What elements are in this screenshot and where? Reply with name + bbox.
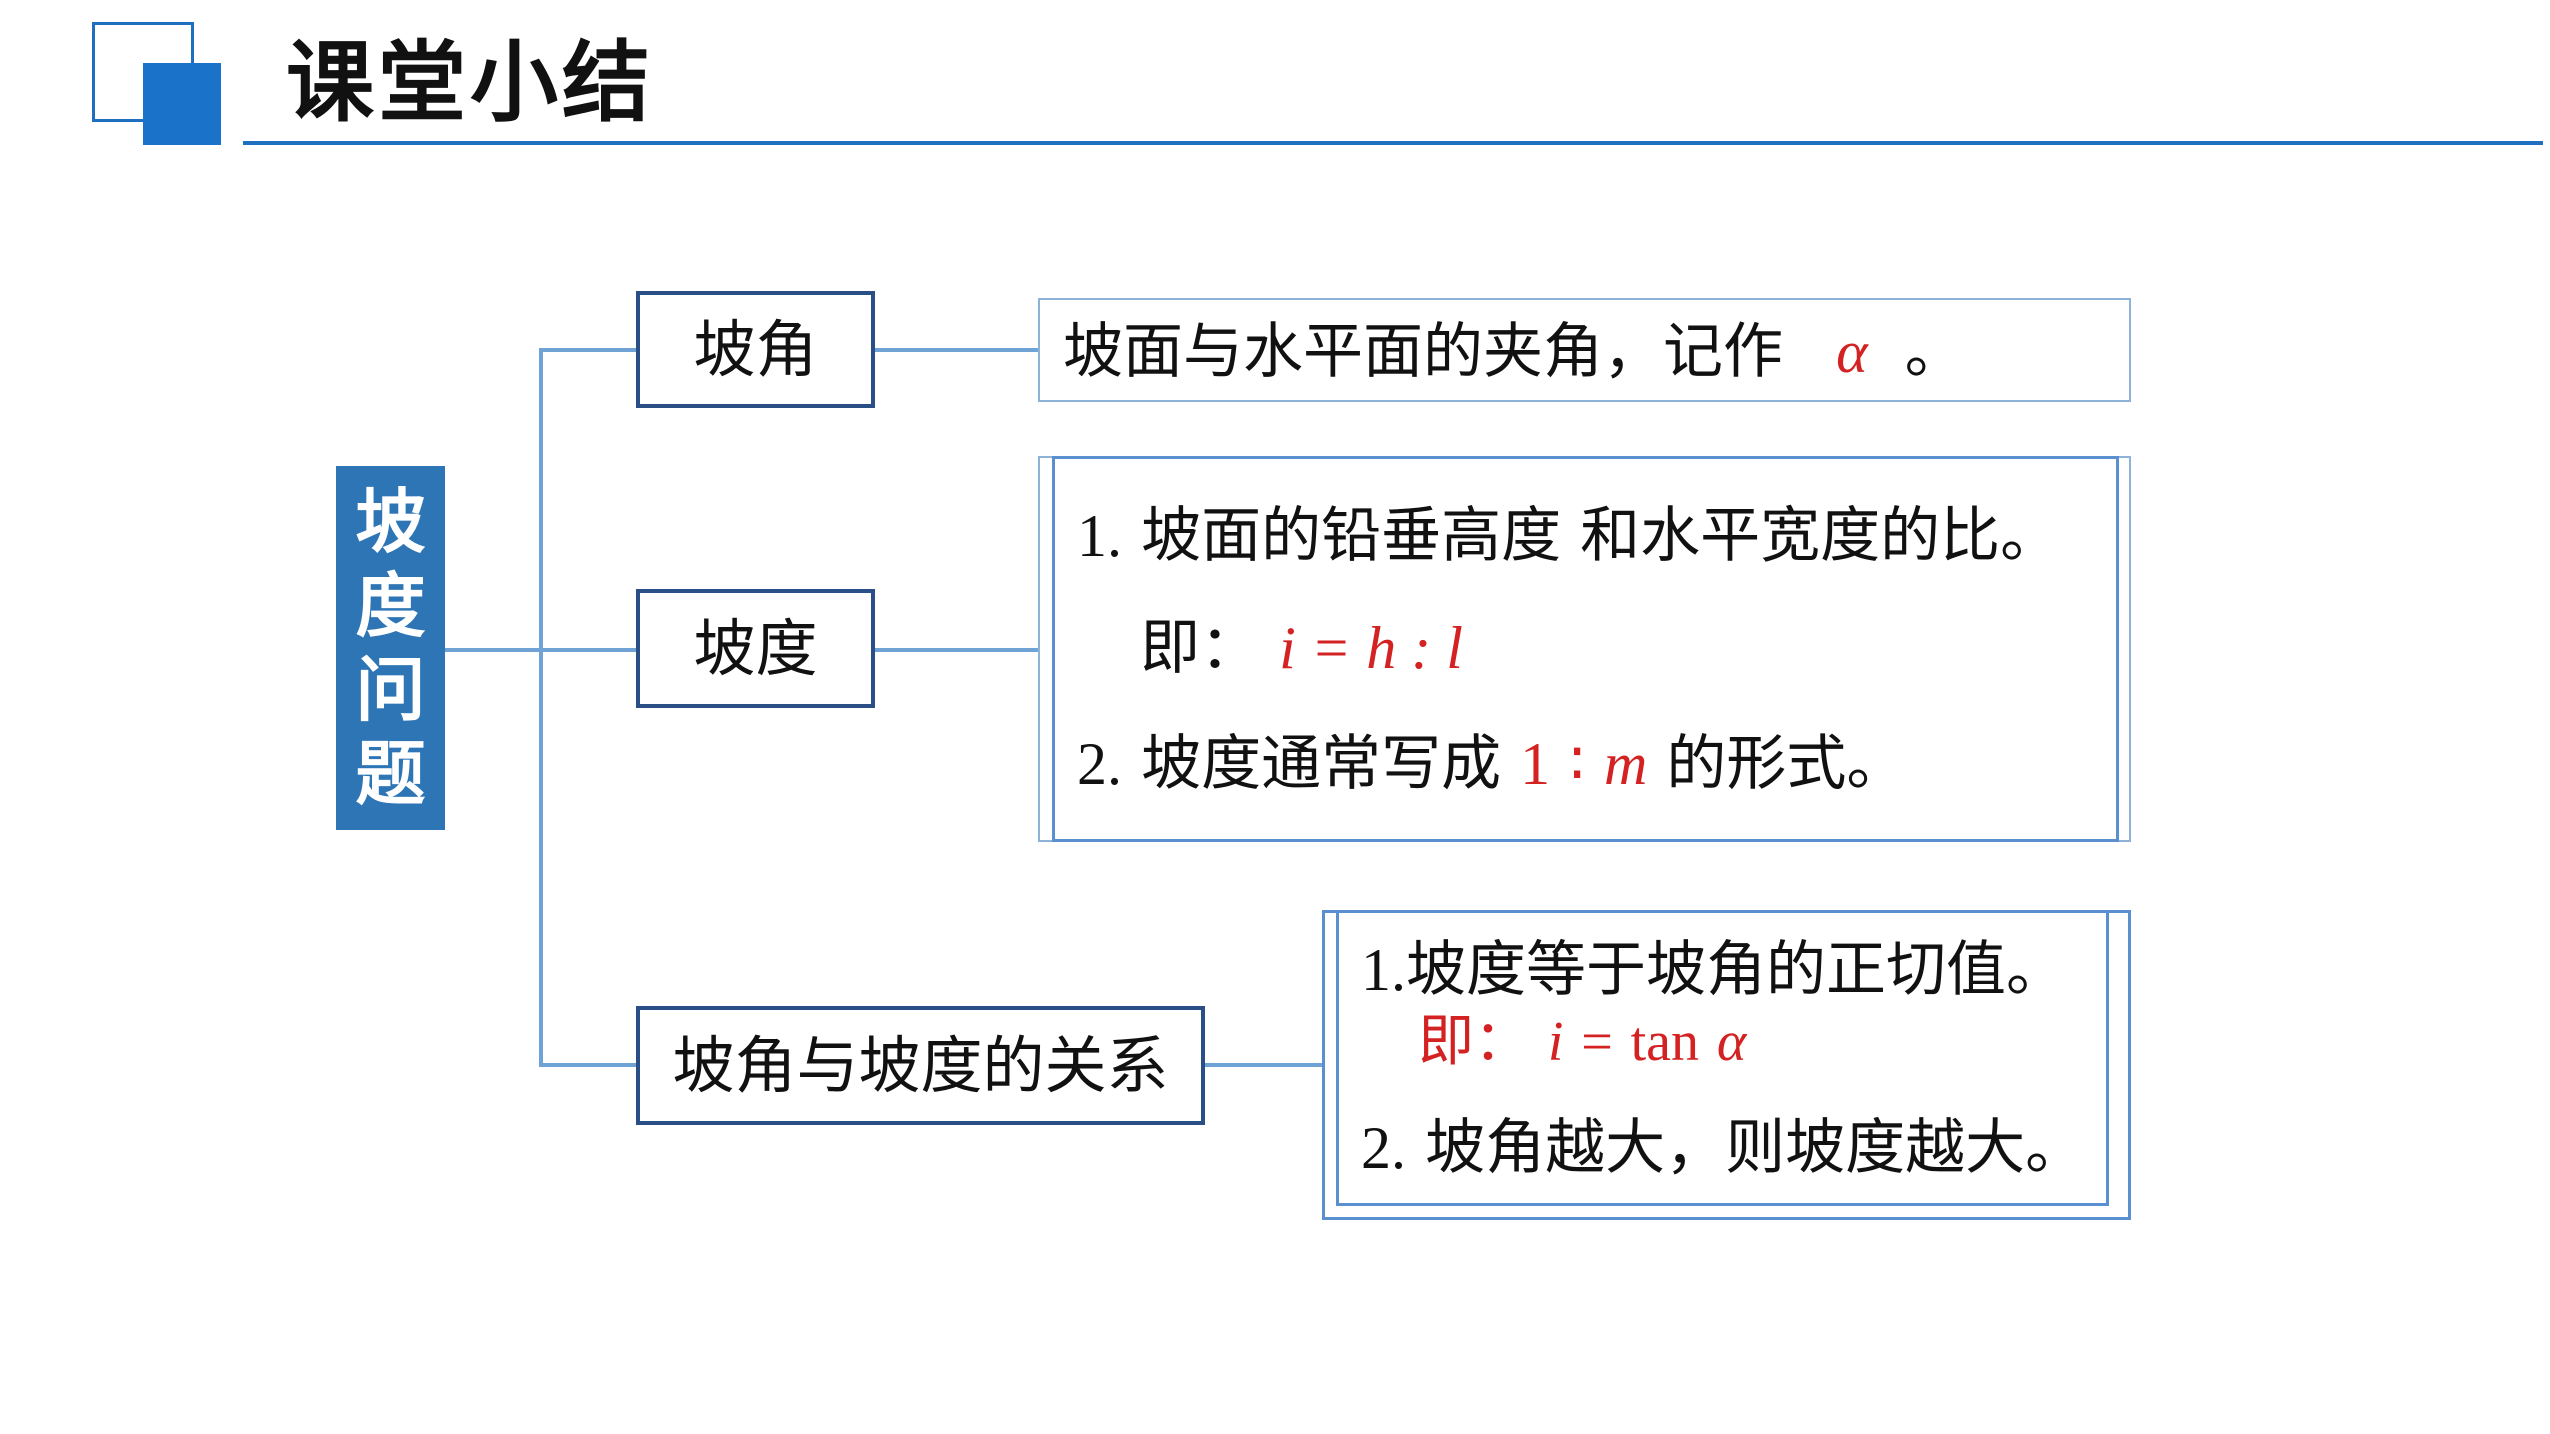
list-number: 1.: [1361, 937, 1406, 1003]
root-node: 坡度问题: [336, 466, 445, 830]
alpha-symbol: α: [1836, 319, 1868, 385]
relation-line-2: 即： i = tan α: [1418, 1011, 1747, 1073]
connector-trunk: [539, 348, 543, 1067]
relation-line-1: 1.坡度等于坡角的正切值。: [1361, 940, 2066, 1000]
relation-line-3: 2. 坡角越大，则坡度越大。: [1361, 1118, 2085, 1178]
connector-root-stem: [445, 648, 542, 652]
relation-prefix: 即：: [1418, 1009, 1530, 1074]
gradient-line-1-text: 坡面的铅垂高度 和水平宽度的比。: [1141, 501, 2061, 571]
branch-label: 坡角与坡度的关系: [672, 1028, 1169, 1102]
gradient-formula: i = h : l: [1279, 615, 1463, 681]
definition-end: 。: [1904, 317, 1965, 387]
gradient-definition-inner-frame: [1052, 456, 2119, 842]
definition-text: 坡面与水平面的夹角，记作: [1063, 317, 1783, 387]
root-node-label: 坡度问题: [355, 481, 426, 815]
connector-detail-3: [1205, 1063, 1325, 1067]
connector-branch-1: [539, 348, 639, 352]
branch-node-relation: 坡角与坡度的关系: [636, 1006, 1205, 1125]
ratio-colon: ∶: [1569, 729, 1585, 799]
slope-angle-definition-text: 坡面与水平面的夹角，记作 α 。: [1063, 322, 1965, 382]
list-number: 1.: [1077, 503, 1122, 569]
page-title: 课堂小结: [286, 31, 655, 134]
slope-angle-definition-box: [1038, 298, 2131, 402]
branch-node-gradient: 坡度: [636, 589, 875, 708]
ratio-m: m: [1603, 731, 1648, 797]
gradient-line-3: 2. 坡度通常写成 1 ∶ m 的形式。: [1077, 734, 1906, 794]
connector-branch-3: [539, 1063, 639, 1067]
branch-label: 坡角: [693, 312, 818, 386]
relation-line-1-text: 坡度等于坡角的正切值。: [1406, 935, 2066, 1005]
relation-line-3-text: 坡角越大，则坡度越大。: [1425, 1113, 2086, 1183]
branch-node-slope-angle: 坡角: [636, 291, 875, 408]
list-number: 2.: [1077, 731, 1122, 797]
ratio-one: 1: [1520, 731, 1551, 797]
gradient-line-2: 即： i = h : l: [1140, 618, 1463, 678]
branch-label: 坡度: [693, 611, 818, 685]
list-number: 2.: [1361, 1115, 1406, 1181]
formula-tan: tan: [1630, 1011, 1700, 1073]
gradient-line-3-end: 的形式。: [1666, 729, 1907, 799]
connector-detail-1: [875, 348, 1040, 352]
connector-detail-2: [875, 648, 1040, 652]
relation-definition-inner-frame: [1336, 910, 2109, 1206]
connector-branch-2: [539, 648, 639, 652]
gradient-line-1: 1. 坡面的铅垂高度 和水平宽度的比。: [1077, 506, 2060, 566]
formula-i: i: [1547, 1011, 1564, 1073]
gradient-line-3-text: 坡度通常写成: [1141, 729, 1502, 799]
formula-alpha: α: [1716, 1011, 1747, 1073]
title-underline: [243, 141, 2543, 145]
formula-equals: =: [1581, 1011, 1613, 1073]
logo-filled-square: [143, 63, 221, 145]
gradient-prefix: 即：: [1140, 613, 1260, 683]
